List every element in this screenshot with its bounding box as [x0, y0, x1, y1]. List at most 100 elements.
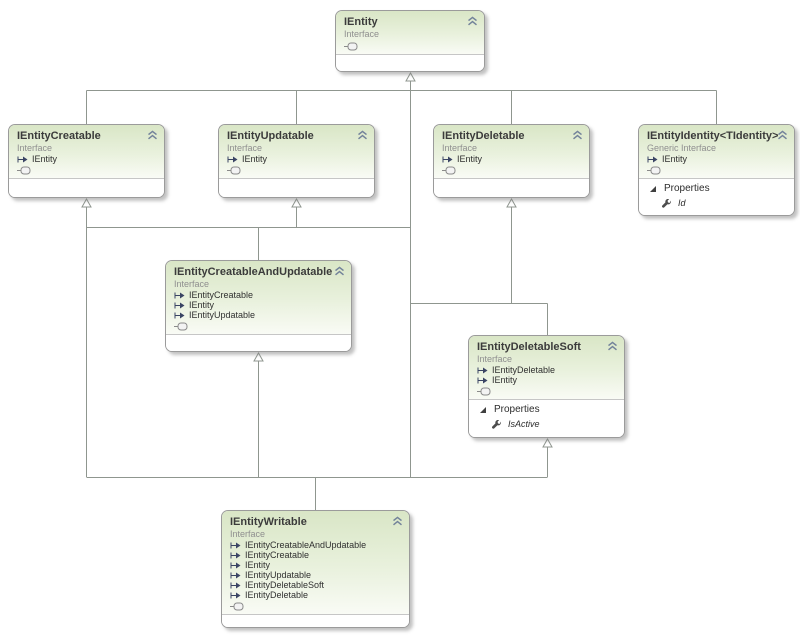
class-node-ientitydeletable[interactable]: IEntityDeletable Interface IEntity: [433, 124, 590, 198]
class-node-ientitydeletablesoft[interactable]: IEntityDeletableSoft Interface IEntityDe…: [468, 335, 625, 438]
base-type-item[interactable]: IEntityCreatable: [230, 550, 401, 560]
class-node-ientitycreatableandupdatable[interactable]: IEntityCreatableAndUpdatable Interface I…: [165, 260, 352, 352]
properties-header[interactable]: Properties: [469, 400, 624, 417]
base-type-label: IEntityCreatableAndUpdatable: [245, 540, 367, 550]
base-type-item[interactable]: IEntity: [230, 560, 401, 570]
interface-lollipop-icon: [344, 42, 358, 51]
base-type-label: IEntityDeletableSoft: [245, 580, 325, 590]
inherits-arrow-icon: [647, 156, 658, 162]
base-type-label: IEntity: [32, 154, 58, 164]
collapse-chevron-icon[interactable]: [334, 266, 345, 276]
collapse-chevron-icon[interactable]: [392, 516, 403, 526]
node-title: IEntityIdentity<TIdentity>: [647, 130, 779, 142]
base-type-item[interactable]: IEntityDeletable: [477, 365, 616, 375]
base-type-label: IEntityCreatable: [189, 290, 254, 300]
node-title: IEntityCreatableAndUpdatable: [174, 266, 333, 278]
class-node-ientityidentity[interactable]: IEntityIdentity<TIdentity> Generic Inter…: [638, 124, 795, 216]
class-node-ientitycreatable[interactable]: IEntityCreatable Interface IEntity: [8, 124, 165, 198]
base-type-item[interactable]: IEntityDeletable: [230, 590, 401, 600]
class-node-ientityupdatable[interactable]: IEntityUpdatable Interface IEntity: [218, 124, 375, 198]
node-kind: Interface: [344, 29, 380, 39]
inherits-arrow-icon: [174, 302, 185, 308]
base-type-item[interactable]: IEntityCreatable: [174, 290, 343, 300]
base-type-label: IEntityUpdatable: [189, 310, 256, 320]
interface-lollipop-icon: [174, 322, 188, 331]
base-type-label: IEntityDeletable: [245, 590, 309, 600]
node-kind: Generic Interface: [647, 143, 717, 153]
wrench-icon: [492, 419, 501, 429]
node-body: Properties Id: [639, 178, 794, 215]
inheritance-arrowhead: [81, 197, 92, 208]
inheritance-arrowhead: [542, 437, 553, 448]
base-type-item[interactable]: IEntity: [442, 154, 581, 164]
property-item[interactable]: IsActive: [469, 417, 624, 431]
inherits-arrow-icon: [442, 156, 453, 162]
base-type-label: IEntityDeletable: [492, 365, 556, 375]
base-type-label: IEntityUpdatable: [245, 570, 312, 580]
collapse-chevron-icon[interactable]: [777, 130, 788, 140]
inherits-arrow-icon: [477, 367, 488, 373]
node-body: [166, 334, 351, 351]
collapse-chevron-icon[interactable]: [607, 341, 618, 351]
interface-lollipop-icon: [647, 166, 661, 175]
base-type-label: IEntity: [457, 154, 483, 164]
inheritance-arrowhead: [405, 71, 416, 82]
expander-icon[interactable]: [649, 185, 657, 193]
node-body: [222, 614, 409, 627]
node-kind: Interface: [230, 529, 266, 539]
properties-header[interactable]: Properties: [639, 179, 794, 196]
node-kind: Interface: [442, 143, 478, 153]
base-type-item[interactable]: IEntityUpdatable: [230, 570, 401, 580]
interface-lollipop-icon: [477, 387, 491, 396]
expander-icon[interactable]: [479, 406, 487, 414]
class-node-ientitywritable[interactable]: IEntityWritable Interface IEntityCreatab…: [221, 510, 410, 628]
interface-lollipop-icon: [17, 166, 31, 175]
inherits-arrow-icon: [230, 542, 241, 548]
inherits-arrow-icon: [227, 156, 238, 162]
inheritance-arrowhead: [291, 197, 302, 208]
node-title: IEntityCreatable: [17, 130, 101, 142]
inherits-arrow-icon: [230, 552, 241, 558]
node-body: [219, 178, 374, 197]
collapse-chevron-icon[interactable]: [467, 16, 478, 26]
node-body: [336, 54, 484, 71]
node-body: Properties IsActive: [469, 399, 624, 437]
node-kind: Interface: [174, 279, 210, 289]
collapse-chevron-icon[interactable]: [357, 130, 368, 140]
property-label: Id: [678, 198, 686, 208]
node-title: IEntityDeletable: [442, 130, 525, 142]
node-title: IEntityDeletableSoft: [477, 341, 581, 353]
property-item[interactable]: Id: [639, 196, 794, 210]
node-title: IEntity: [344, 16, 378, 28]
base-type-item[interactable]: IEntityDeletableSoft: [230, 580, 401, 590]
interface-lollipop-icon: [230, 602, 244, 611]
class-node-ientity[interactable]: IEntity Interface: [335, 10, 485, 72]
base-type-item[interactable]: IEntity: [227, 154, 366, 164]
property-label: IsActive: [508, 419, 540, 429]
properties-label: Properties: [494, 404, 540, 415]
base-type-item[interactable]: IEntityCreatableAndUpdatable: [230, 540, 401, 550]
node-kind: Interface: [17, 143, 53, 153]
base-type-item[interactable]: IEntity: [477, 375, 616, 385]
collapse-chevron-icon[interactable]: [147, 130, 158, 140]
inherits-arrow-icon: [477, 377, 488, 383]
wrench-icon: [662, 198, 671, 208]
node-kind: Interface: [477, 354, 513, 364]
inherits-arrow-icon: [174, 312, 185, 318]
inherits-arrow-icon: [230, 572, 241, 578]
base-type-label: IEntity: [245, 560, 271, 570]
collapse-chevron-icon[interactable]: [572, 130, 583, 140]
inherits-arrow-icon: [230, 562, 241, 568]
base-type-label: IEntity: [662, 154, 688, 164]
inherits-arrow-icon: [17, 156, 28, 162]
base-type-item[interactable]: IEntityUpdatable: [174, 310, 343, 320]
base-type-label: IEntityCreatable: [245, 550, 310, 560]
base-type-item[interactable]: IEntity: [647, 154, 786, 164]
base-type-item[interactable]: IEntity: [17, 154, 156, 164]
node-title: IEntityUpdatable: [227, 130, 314, 142]
base-type-item[interactable]: IEntity: [174, 300, 343, 310]
properties-label: Properties: [664, 183, 710, 194]
inherits-arrow-icon: [174, 292, 185, 298]
